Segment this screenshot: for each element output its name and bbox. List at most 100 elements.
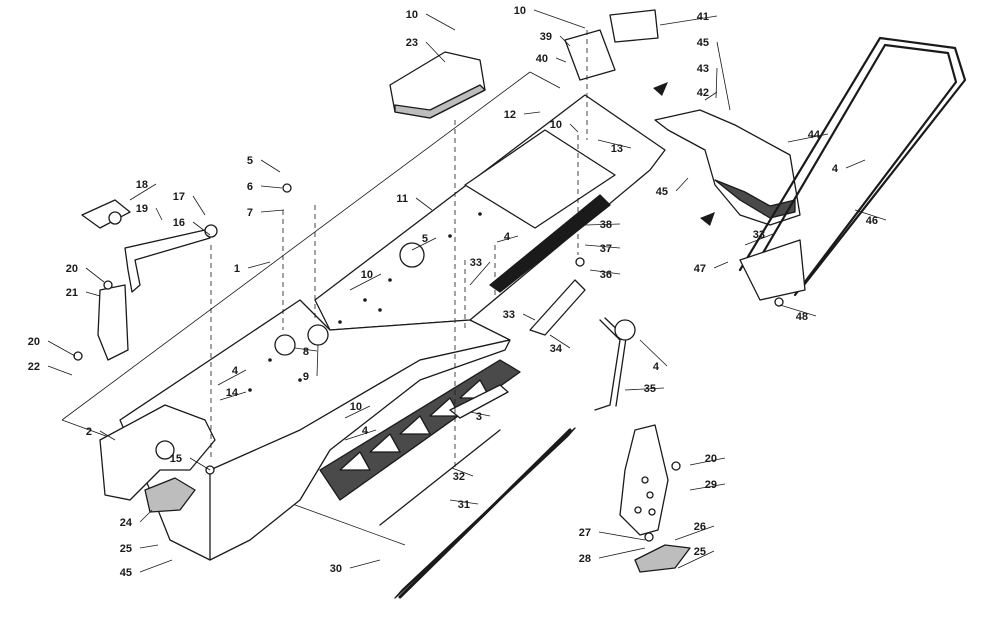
callout-label: 12 — [504, 109, 516, 121]
callout-leader — [47, 365, 73, 376]
callout-label: 25 — [120, 543, 132, 555]
callout-leader — [713, 261, 729, 269]
callout-leader — [779, 304, 817, 317]
callout-label: 42 — [697, 87, 709, 99]
callout-label: 19 — [136, 203, 148, 215]
callout-label: 10 — [406, 9, 418, 21]
callout-label: 11 — [396, 193, 408, 205]
callout-leader — [260, 159, 281, 173]
callout-label: 24 — [120, 517, 133, 529]
callout-label: 33 — [470, 257, 482, 269]
deck-holes — [248, 212, 482, 392]
callout-leader — [469, 411, 491, 417]
callout-leader — [569, 123, 579, 133]
front-bracket-part — [99, 404, 216, 501]
rear-bracket-part — [564, 9, 659, 81]
footrest-plate-right — [634, 544, 691, 573]
callout-leader — [85, 291, 101, 297]
callout-label: 5 — [247, 155, 253, 167]
rear-handle-part — [81, 199, 211, 361]
callout-leader — [523, 111, 541, 115]
callout-leader — [589, 269, 621, 275]
rear-bumper-part — [738, 36, 967, 301]
callout-leader — [411, 237, 437, 251]
callout-leader — [155, 207, 163, 221]
callout-leader — [598, 547, 646, 559]
callout-leader — [85, 267, 105, 283]
callout-label: 40 — [536, 53, 548, 65]
callout-leader — [425, 13, 456, 31]
callout-leader — [854, 209, 887, 221]
callout-label: 48 — [796, 311, 808, 323]
callout-leader — [715, 67, 718, 99]
callout-leader — [639, 339, 668, 367]
seat-pad-part — [389, 51, 486, 119]
callout-label: 39 — [540, 31, 552, 43]
callout-label: 4 — [362, 425, 369, 437]
callout-leader — [192, 195, 206, 216]
callout-label: 41 — [697, 11, 709, 23]
callout-leader — [247, 261, 271, 269]
callout-leader — [597, 139, 632, 149]
callout-label: 45 — [656, 186, 668, 198]
callout-label: 4 — [504, 231, 511, 243]
callout-label: 33 — [503, 309, 515, 321]
callout-leader — [584, 244, 621, 249]
callout-leader — [139, 509, 153, 523]
callout-leader — [598, 531, 646, 541]
callout-label: 36 — [600, 269, 612, 281]
callout-label: 9 — [303, 371, 309, 383]
callout-label: 21 — [66, 287, 78, 299]
callout-label: 27 — [579, 527, 591, 539]
callout-leader — [139, 559, 173, 573]
callout-leader — [449, 499, 479, 505]
callout-label: 37 — [600, 243, 612, 255]
callout-leader — [99, 430, 116, 441]
callout-label: 10 — [361, 269, 373, 281]
callout-label: 45 — [697, 37, 709, 49]
callout-leader — [744, 233, 774, 246]
callout-leader — [349, 273, 382, 291]
callout-label: 3 — [476, 411, 482, 423]
toe-hold-part — [619, 424, 669, 536]
callout-label: 29 — [705, 479, 717, 491]
callout-leader — [787, 133, 829, 143]
callout-label: 4 — [832, 163, 839, 175]
callout-label: 35 — [644, 383, 656, 395]
callout-label: 10 — [350, 401, 362, 413]
callout-label: 32 — [453, 471, 465, 483]
callout-leader — [704, 91, 718, 101]
callout-leader — [294, 347, 318, 352]
callout-leader — [469, 261, 491, 286]
callout-label: 10 — [514, 5, 526, 17]
fastener-markers — [73, 183, 784, 542]
callout-label: 4 — [653, 361, 660, 373]
callout-label: 26 — [694, 521, 706, 533]
callout-leader — [559, 35, 571, 47]
callout-leader — [689, 483, 726, 491]
callout-label: 30 — [330, 563, 342, 575]
callout-label: 38 — [600, 219, 612, 231]
callout-leader — [689, 457, 726, 466]
callout-label: 15 — [170, 453, 182, 465]
callout-label: 33 — [753, 229, 765, 241]
callout-leader — [584, 223, 621, 226]
callout-leader — [675, 177, 689, 192]
callout-leader — [260, 185, 283, 189]
callout-label: 18 — [136, 179, 148, 191]
callout-label: 34 — [550, 343, 563, 355]
callout-leader — [217, 369, 247, 386]
callout-leader — [845, 159, 866, 169]
callout-label: 20 — [28, 336, 40, 348]
callout-label: 47 — [694, 263, 706, 275]
callout-label: 4 — [232, 365, 239, 377]
callout-label: 44 — [808, 129, 821, 141]
callout-leader — [139, 544, 159, 549]
callout-label: 43 — [697, 63, 709, 75]
callout-leader — [555, 57, 567, 63]
callout-leader — [533, 9, 586, 29]
callout-leader — [189, 457, 211, 471]
callout-leader — [716, 41, 731, 111]
callout-label: 14 — [226, 387, 239, 399]
callout-label: 6 — [247, 181, 253, 193]
